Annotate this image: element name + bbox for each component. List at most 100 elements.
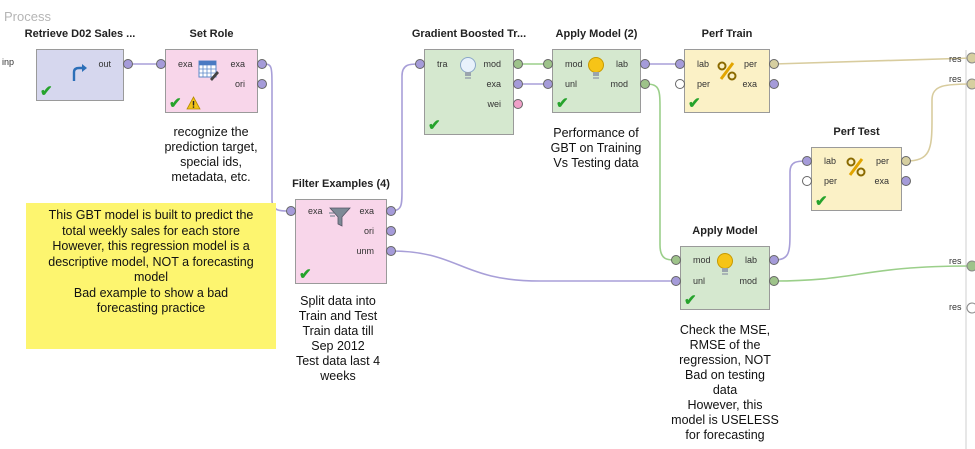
operator-perf-train[interactable]: Perf Train lab per per exa ✔ [684, 28, 770, 113]
port-apply2-mod-in[interactable] [543, 59, 553, 69]
port-label-mod: mod [483, 59, 501, 69]
port-label-mod-in: mod [565, 59, 583, 69]
port-gbt-tra[interactable] [415, 59, 425, 69]
port-apply-lab[interactable] [769, 255, 779, 265]
port-label-exa-in: exa [308, 206, 323, 216]
port-label-per-out: per [875, 156, 889, 166]
port-label-unl: unl [693, 276, 706, 286]
result-port-label-3: res [949, 256, 962, 266]
percent-icon [717, 61, 737, 81]
port-label-exa-in: exa [178, 59, 193, 69]
port-label-per-in: per [824, 176, 838, 186]
port-retrieve-out[interactable] [123, 59, 133, 69]
port-perftrain-exa[interactable] [769, 79, 779, 89]
port-apply-mod-in[interactable] [671, 255, 681, 265]
port-filter-ori[interactable] [386, 226, 396, 236]
port-apply-unl[interactable] [671, 276, 681, 286]
port-label-per-out: per [743, 59, 757, 69]
port-apply2-mod-out[interactable] [640, 79, 650, 89]
port-label-unl: unl [565, 79, 578, 89]
operator-title: Gradient Boosted Tr... [411, 28, 527, 40]
operator-title: Apply Model [692, 225, 758, 237]
note-filter-examples: Split data into Train and Test Train dat… [295, 294, 381, 383]
check-icon: ✔ [169, 95, 182, 112]
port-label-exa: exa [742, 79, 757, 89]
port-label-wei: wei [487, 99, 501, 109]
port-apply2-lab[interactable] [640, 59, 650, 69]
check-icon: ✔ [299, 266, 312, 283]
port-label-mod-out: mod [610, 79, 628, 89]
operator-gradient-boosted-trees[interactable]: Gradient Boosted Tr... tra mod exa wei ✔ [412, 28, 526, 135]
lightbulb-icon [717, 253, 733, 275]
port-perftest-lab[interactable] [802, 156, 812, 166]
port-gbt-mod[interactable] [513, 59, 523, 69]
wire-apply-res[interactable] [773, 265, 973, 282]
note-apply-model: Check the MSE, RMSE of the regression, N… [671, 323, 779, 442]
port-label-exa-out: exa [359, 206, 374, 216]
port-gbt-exa[interactable] [513, 79, 523, 89]
port-setrole-exa-in[interactable] [156, 59, 166, 69]
result-port-2[interactable] [966, 78, 975, 90]
operator-title: Retrieve D02 Sales ... [24, 28, 136, 40]
wire-filter-apply[interactable] [390, 250, 674, 282]
check-icon: ✔ [556, 95, 569, 112]
result-port-label-1: res [949, 54, 962, 64]
result-port-3[interactable] [966, 260, 975, 272]
port-perftest-per-in[interactable] [802, 176, 812, 186]
port-label-mod-out: mod [739, 276, 757, 286]
port-label-exa: exa [486, 79, 501, 89]
port-filter-unm[interactable] [386, 246, 396, 256]
port-apply-mod-out[interactable] [769, 276, 779, 286]
wire-setrole-filter[interactable] [261, 63, 289, 212]
check-icon: ✔ [428, 117, 441, 134]
wire-apply-perftest[interactable] [773, 160, 807, 261]
operator-apply-model[interactable]: Apply Model mod unl lab mod ✔ [680, 225, 770, 310]
port-setrole-ori[interactable] [257, 79, 267, 89]
port-filter-exa-in[interactable] [286, 206, 296, 216]
operator-retrieve[interactable]: Retrieve D02 Sales ... out ✔ [25, 28, 135, 101]
wire-perftest-res[interactable] [905, 83, 973, 162]
result-port-1[interactable] [966, 52, 975, 64]
port-perftrain-per-out[interactable] [769, 59, 779, 69]
port-label-mod-in: mod [693, 255, 711, 265]
port-apply2-unl[interactable] [543, 79, 553, 89]
port-perftrain-per-in[interactable] [675, 79, 685, 89]
port-label-ori: ori [234, 79, 245, 89]
result-port-label-2: res [949, 74, 962, 84]
check-icon: ✔ [684, 292, 697, 309]
wire-apply2-apply[interactable] [645, 83, 675, 261]
port-filter-exa-out[interactable] [386, 206, 396, 216]
check-icon: ✔ [688, 95, 701, 112]
operator-title: Perf Test [833, 126, 880, 138]
port-setrole-exa-out[interactable] [257, 59, 267, 69]
port-label-out: out [98, 59, 111, 69]
port-perftest-per-out[interactable] [901, 156, 911, 166]
lightbulb-icon [460, 57, 476, 79]
note-apply-model-2: Performance of GBT on Training Vs Testin… [550, 126, 642, 170]
operator-apply-model-2[interactable]: Apply Model (2) mod unl lab mod ✔ [552, 28, 641, 113]
operator-filter-examples[interactable]: Filter Examples (4) exa exa ori unm ✔ [292, 178, 390, 284]
operator-title: Filter Examples (4) [292, 178, 390, 190]
port-label-lab: lab [744, 255, 757, 265]
operator-title: Apply Model (2) [555, 28, 638, 40]
wire-filter-gbt[interactable] [390, 63, 419, 212]
operator-set-role[interactable]: Set Role exa exa ori ✔ [165, 28, 258, 113]
result-port-4[interactable] [966, 302, 975, 314]
port-label-tra: tra [437, 59, 448, 69]
check-icon: ✔ [815, 193, 828, 210]
table-edit-icon [198, 60, 219, 81]
check-icon: ✔ [40, 83, 53, 100]
port-label-lab: lab [824, 156, 837, 166]
port-perftest-exa[interactable] [901, 176, 911, 186]
port-perftrain-lab[interactable] [675, 59, 685, 69]
percent-icon [846, 157, 866, 177]
wire-perftrain-res[interactable] [773, 57, 973, 65]
operator-title: Set Role [189, 28, 234, 40]
port-gbt-wei[interactable] [513, 99, 523, 109]
note-set-role: recognize the prediction target, special… [164, 125, 258, 184]
sticky-note[interactable]: This GBT model is built to predict the t… [26, 203, 276, 349]
port-label-exa-out: exa [230, 59, 245, 69]
retrieve-arrow-icon [72, 64, 87, 81]
port-label-ori: ori [363, 226, 374, 236]
